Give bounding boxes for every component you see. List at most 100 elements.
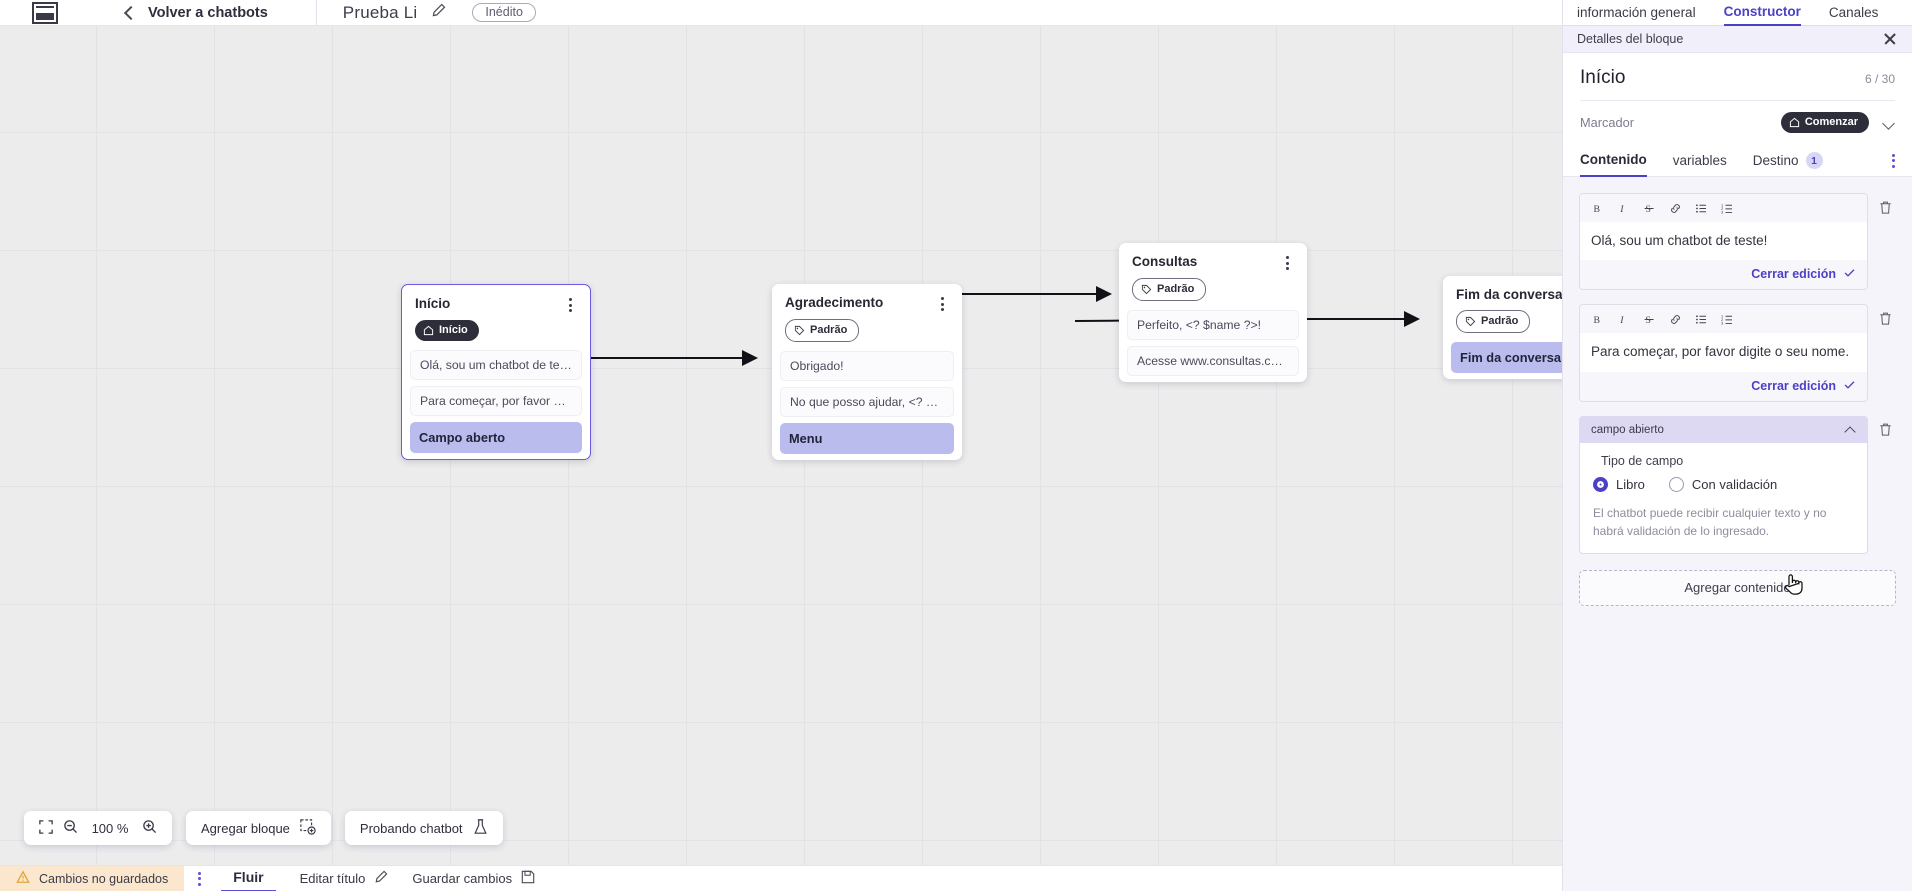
- test-chatbot-button[interactable]: Probando chatbot: [344, 811, 503, 845]
- chevron-left-icon[interactable]: [122, 6, 136, 20]
- editor-text[interactable]: Para começar, por favor digite o seu nom…: [1580, 333, 1867, 372]
- bullet-list-icon[interactable]: [1688, 308, 1714, 330]
- zoom-level: 100 %: [91, 820, 129, 836]
- chevron-up-icon[interactable]: [1844, 424, 1856, 436]
- open-field-card-header[interactable]: campo abierto: [1580, 416, 1867, 443]
- tag-icon: [1465, 316, 1476, 327]
- chatbot-name: Prueba Li: [342, 2, 418, 22]
- radio-label: Con validación: [1691, 476, 1778, 492]
- status-bar: Cambios no guardados Fluir Editar título…: [0, 865, 1562, 891]
- subtab-variables[interactable]: variables: [1673, 145, 1727, 177]
- node-menu-icon[interactable]: [563, 296, 577, 312]
- edit-title-button[interactable]: Editar título: [300, 870, 389, 887]
- tab-fluir[interactable]: Fluir: [221, 865, 276, 891]
- block-details-panel: información general Constructor Canales …: [1562, 0, 1912, 891]
- link-icon[interactable]: [1662, 308, 1688, 330]
- pencil-icon[interactable]: [431, 3, 446, 23]
- link-icon[interactable]: [1662, 197, 1688, 219]
- home-icon: [1789, 117, 1799, 128]
- node-message-row[interactable]: No que posso ajudar, <? $name ...: [780, 387, 954, 417]
- node-header: Início: [402, 285, 590, 312]
- svg-text:I: I: [1619, 203, 1624, 214]
- marker-value: Comenzar: [1804, 116, 1858, 128]
- bullet-list-icon[interactable]: [1688, 197, 1714, 219]
- node-message-row[interactable]: Obrigado!: [780, 351, 954, 381]
- field-type-label: Tipo de campo: [1601, 453, 1684, 468]
- trash-icon[interactable]: [1874, 196, 1896, 218]
- trash-icon[interactable]: [1874, 307, 1896, 329]
- check-icon[interactable]: [1843, 266, 1856, 282]
- add-content-button[interactable]: Agregar contenido: [1579, 569, 1896, 606]
- node-input-row[interactable]: Menu: [780, 423, 954, 454]
- italic-icon[interactable]: I: [1610, 197, 1636, 219]
- flow-node-consultas[interactable]: Consultas Padrão Perfeito, <? $name ?>! …: [1119, 243, 1307, 382]
- close-edition-button[interactable]: Cerrar edición: [1751, 267, 1836, 282]
- node-menu-icon[interactable]: [1280, 254, 1294, 270]
- svg-text:2: 2: [1721, 317, 1724, 322]
- fit-screen-icon[interactable]: [39, 819, 53, 837]
- node-message-row[interactable]: Perfeito, <? $name ?>!: [1127, 310, 1299, 340]
- check-icon[interactable]: [1843, 378, 1856, 394]
- back-to-chatbots-link[interactable]: Volver a chatbots: [148, 4, 268, 21]
- node-end-row[interactable]: Fim da conversa: [1451, 342, 1562, 373]
- radio-option-libro[interactable]: Libro: [1593, 476, 1645, 492]
- zoom-out-icon[interactable]: [63, 819, 78, 837]
- node-message-row[interactable]: Para começar, por favor digite o ...: [410, 386, 582, 416]
- add-block-button[interactable]: Agregar bloque: [186, 811, 331, 845]
- italic-icon[interactable]: I: [1610, 308, 1636, 330]
- svg-text:S: S: [1645, 315, 1650, 326]
- pencil-icon: [374, 870, 388, 887]
- tab-informacion-general[interactable]: información general: [1577, 5, 1696, 20]
- unsaved-changes-label: Cambios no guardados: [39, 871, 169, 886]
- zoom-in-icon[interactable]: [142, 819, 157, 837]
- flow-canvas[interactable]: Início Início Olá, sou um chatbot de tes…: [0, 26, 1562, 865]
- flow-node-inicio[interactable]: Início Início Olá, sou um chatbot de tes…: [401, 284, 591, 460]
- canvas-toolbar: 100 % Agregar bloque Probando chatbot: [24, 811, 503, 845]
- field-config-block: campo abierto Tipo de campo Libro: [1579, 415, 1896, 554]
- destino-count-badge: 1: [1805, 152, 1823, 169]
- chevron-down-icon[interactable]: [1882, 116, 1895, 129]
- marker-badge[interactable]: Comenzar: [1780, 112, 1869, 133]
- strikethrough-icon[interactable]: S: [1636, 308, 1662, 330]
- strikethrough-icon[interactable]: S: [1636, 197, 1662, 219]
- node-input-row[interactable]: Campo aberto: [410, 422, 582, 453]
- trash-icon[interactable]: [1874, 419, 1896, 441]
- node-message-row[interactable]: Acesse www.consultas.com par...: [1127, 346, 1299, 376]
- close-edition-button[interactable]: Cerrar edición: [1751, 378, 1836, 393]
- node-menu-icon[interactable]: [935, 295, 949, 311]
- subtab-destino[interactable]: Destino 1: [1753, 145, 1823, 177]
- svg-text:I: I: [1619, 315, 1624, 326]
- node-tag-row: Padrão: [1119, 270, 1307, 310]
- bold-icon[interactable]: B: [1584, 308, 1610, 330]
- node-tag: Padrão: [1456, 310, 1531, 333]
- subtab-contenido[interactable]: Contenido: [1580, 145, 1647, 177]
- panel-subtabs: Contenido variables Destino 1: [1563, 145, 1912, 177]
- flow-node-fim-da-conversa[interactable]: Fim da conversa Padrão Fim da conversa: [1443, 276, 1562, 379]
- radio-label: Libro: [1616, 476, 1645, 492]
- radio-option-con-validacion[interactable]: Con validación: [1668, 476, 1778, 492]
- flow-node-agradecimento[interactable]: Agradecimento Padrão Obrigado! No que po…: [772, 284, 962, 460]
- node-tag-label: Padrão: [1157, 283, 1195, 295]
- node-rows: Perfeito, <? $name ?>! Acesse www.consul…: [1119, 310, 1307, 376]
- page-title: Início: [1580, 67, 1626, 88]
- close-icon[interactable]: [1882, 31, 1898, 47]
- save-changes-button[interactable]: Guardar cambios: [412, 870, 535, 887]
- svg-text:B: B: [1593, 315, 1600, 326]
- subtab-label: Contenido: [1580, 152, 1647, 167]
- app-logo-icon[interactable]: [28, 0, 62, 26]
- panel-menu-icon[interactable]: [1892, 153, 1895, 168]
- tab-canales[interactable]: Canales: [1828, 5, 1879, 20]
- status-menu-icon[interactable]: [198, 871, 202, 886]
- bold-icon[interactable]: B: [1584, 197, 1610, 219]
- node-message-row[interactable]: Olá, sou um chatbot de teste!: [410, 350, 582, 380]
- subtab-label: Destino: [1752, 153, 1799, 168]
- char-counter: 6 / 30: [1864, 72, 1895, 86]
- tab-constructor[interactable]: Constructor: [1723, 0, 1801, 26]
- editor-text[interactable]: Olá, sou um chatbot de teste!: [1580, 222, 1867, 261]
